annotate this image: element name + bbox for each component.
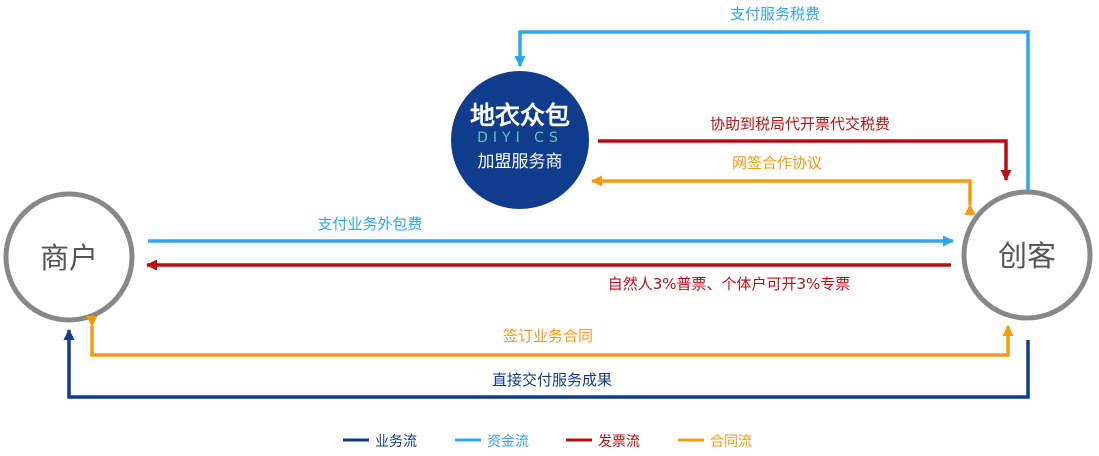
legend-label: 合同流 [710,434,752,450]
flow-invoice-label: 自然人3%普票、个体户可开3%专票 [608,275,851,293]
flow-sign-contract-label: 签订业务合同 [503,327,593,345]
flow-assist-tax-label: 协助到税局代开票代交税费 [710,115,890,133]
flow-pay-service-tax-arrow [514,30,1030,191]
flow-deliver-results-label: 直接交付服务成果 [492,371,612,389]
legend-item-contract: 合同流 [678,434,752,450]
legend-item-business: 业务流 [343,434,417,450]
legend-item-money: 资金流 [455,434,529,450]
legend-label: 资金流 [487,434,529,450]
legend: 业务流 资金流 发票流 合同流 [343,434,752,450]
creator-node: 创客 [961,189,1093,321]
legend-label: 发票流 [598,434,640,450]
flow-network-agreement-arrow [590,175,976,216]
creator-label: 创客 [998,239,1056,273]
flow-sign-contract-arrow [86,315,1014,357]
provider-logo-en: DIYI CS [477,130,563,146]
merchant-node: 商户 [3,191,135,323]
flow-deliver-results-arrow [63,328,1030,399]
provider-node: 地衣众包 DIYI CS 加盟服务商 [451,71,589,209]
provider-label: 加盟服务商 [478,152,563,172]
flow-network-agreement-label: 网签合作协议 [732,154,822,172]
flow-pay-outsourcing-fee-label: 支付业务外包费 [317,215,422,233]
flow-pay-service-tax-label: 支付服务税费 [730,5,820,23]
legend-item-invoice: 发票流 [566,434,640,450]
merchant-label: 商户 [40,241,98,275]
flow-assist-tax-arrow [598,139,1012,182]
provider-logo-cn: 地衣众包 [470,101,570,130]
legend-label: 业务流 [375,434,417,450]
